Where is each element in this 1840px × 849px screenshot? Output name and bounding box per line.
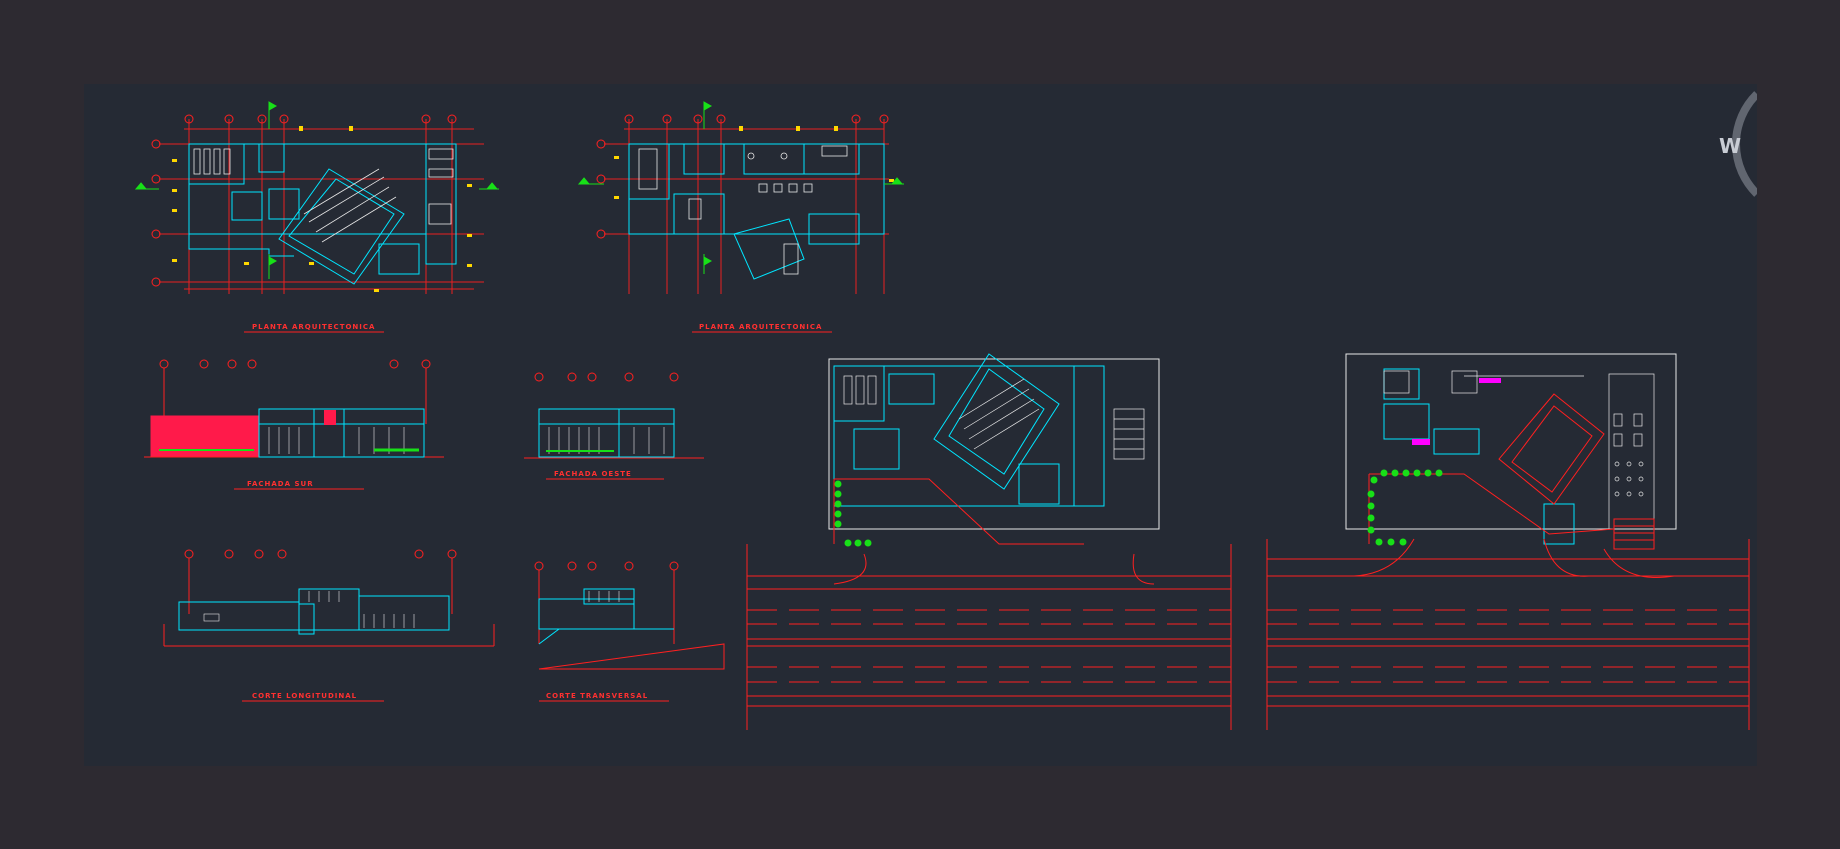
south-facade: FACHADA SUR bbox=[144, 359, 444, 490]
watermark-logo: W bbox=[1719, 91, 1757, 197]
west-facade-title: FACHADA OESTE bbox=[554, 470, 632, 478]
site-plan-2 bbox=[1345, 353, 1677, 578]
west-facade: FACHADA OESTE bbox=[524, 372, 704, 480]
cad-model-space[interactable]: PLANTA ARQUITECTONICA bbox=[84, 84, 1757, 766]
road-right bbox=[1266, 539, 1750, 730]
plan-1-title: PLANTA ARQUITECTONICA bbox=[252, 323, 375, 331]
transversal-section: CORTE TRANSVERSAL bbox=[534, 561, 725, 702]
south-facade-title: FACHADA SUR bbox=[247, 480, 314, 488]
longitudinal-section-title: CORTE LONGITUDINAL bbox=[252, 692, 357, 700]
site-plan-1 bbox=[828, 353, 1160, 585]
longitudinal-section: CORTE LONGITUDINAL bbox=[163, 549, 495, 702]
road-left bbox=[746, 544, 1232, 730]
watermark-letter: W bbox=[1719, 134, 1741, 158]
transversal-section-title: CORTE TRANSVERSAL bbox=[546, 692, 648, 700]
plan-2-title: PLANTA ARQUITECTONICA bbox=[699, 323, 822, 331]
cad-drawing: PLANTA ARQUITECTONICA bbox=[134, 91, 1757, 730]
floor-plan-1: PLANTA ARQUITECTONICA bbox=[134, 101, 499, 333]
floor-plan-2: PLANTA ARQUITECTONICA bbox=[577, 101, 904, 333]
